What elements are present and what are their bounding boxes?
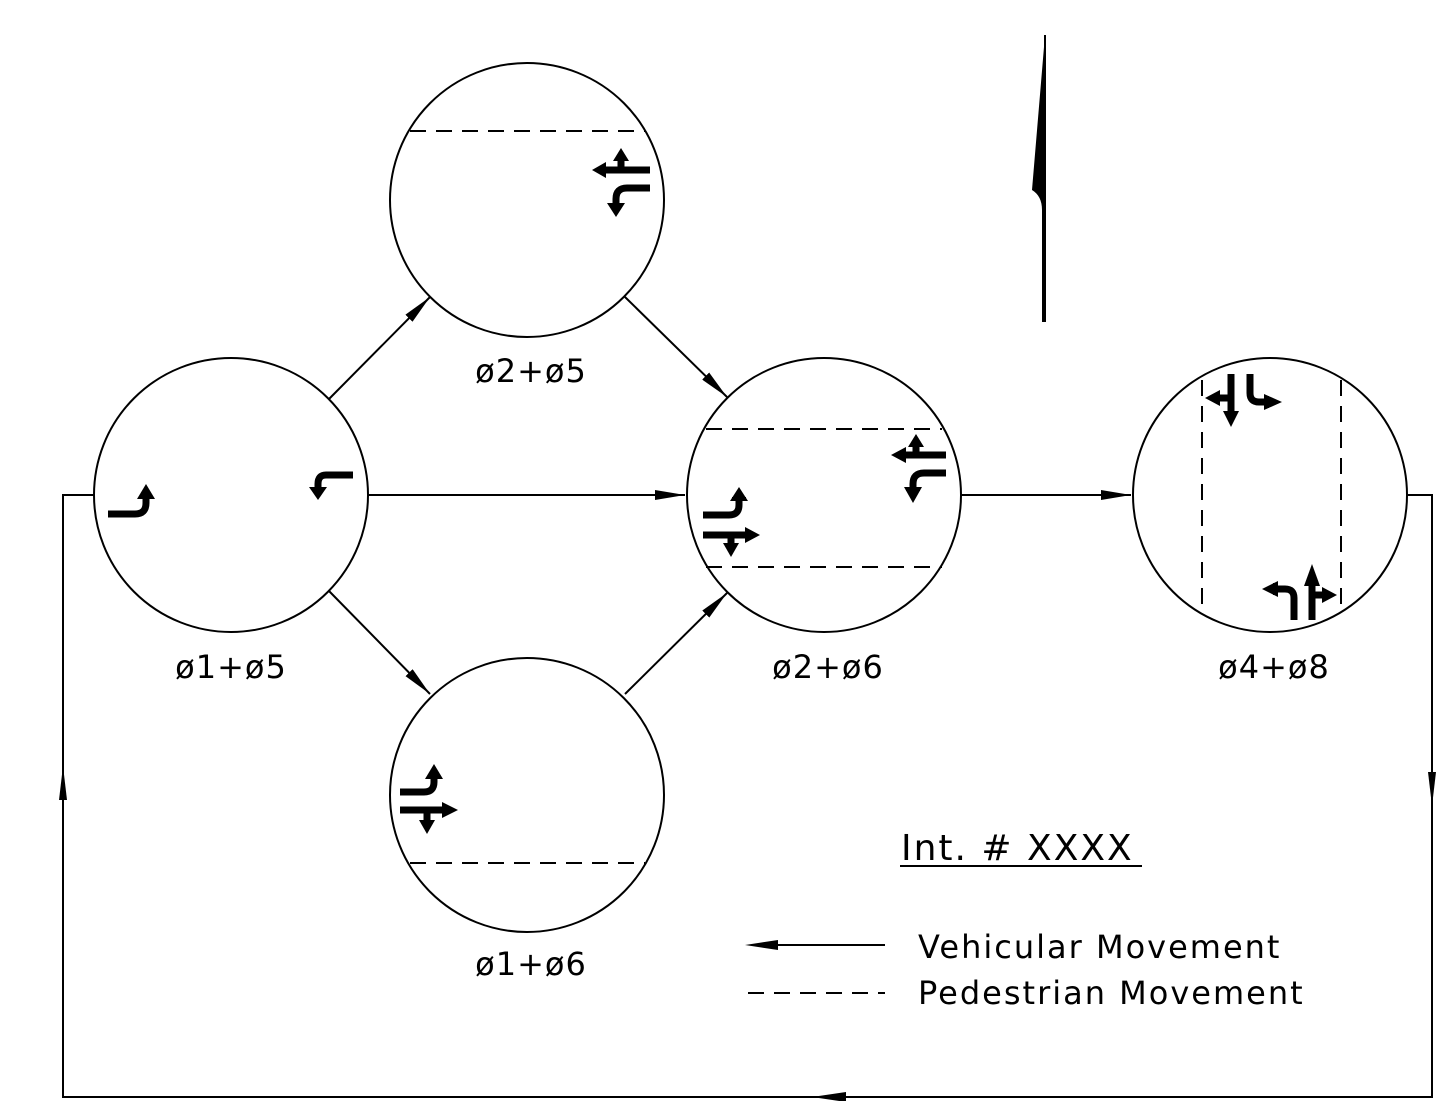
left-turn-through-arrow-icon <box>1262 564 1337 620</box>
transition-arrow-p16-p26 <box>624 592 728 695</box>
left-turn-through-arrow-icon <box>592 148 650 217</box>
transition-arrow-p15-p25 <box>328 296 431 400</box>
phase-transitions <box>59 296 1436 1101</box>
phase-label-p16: ø1+ø6 <box>475 945 587 983</box>
phase-circle-p25 <box>389 62 665 338</box>
left-turn-through-arrow-icon <box>891 434 946 503</box>
loop-arrow-right-down <box>1428 772 1436 806</box>
intersection-title: Int. # XXXX <box>901 828 1134 869</box>
transition-arrow-p15-p16 <box>328 590 431 695</box>
legend-vehicular-label: Vehicular Movement <box>918 928 1281 966</box>
loop-arrow-left-up <box>59 766 67 800</box>
left-turn-through-arrow-icon <box>1205 374 1282 427</box>
phase-label-p26: ø2+ø6 <box>772 648 884 686</box>
left-turn-arrow-icon <box>108 484 155 518</box>
loop-arrow-bottom-left <box>812 1092 846 1101</box>
north-arrow-icon <box>1032 35 1046 322</box>
left-turn-arrow-icon <box>309 471 353 500</box>
transition-arrow-p25-p26 <box>624 296 728 398</box>
phase-circle-p16 <box>389 657 665 933</box>
phase-label-p15: ø1+ø5 <box>175 648 287 686</box>
left-turn-through-arrow-icon <box>703 487 760 557</box>
loop-return-line <box>62 494 1433 1098</box>
phase-label-p48: ø4+ø8 <box>1218 648 1330 686</box>
legend: Vehicular Movement Pedestrian Movement <box>745 928 1305 1012</box>
left-turn-through-arrow-icon <box>400 764 458 834</box>
phase-circle-p15 <box>93 357 369 633</box>
phase-circle-p48 <box>1132 357 1408 633</box>
phase-circle-p26 <box>686 357 962 633</box>
legend-pedestrian-label: Pedestrian Movement <box>918 974 1305 1012</box>
movement-arrow-icon <box>745 940 778 950</box>
phase-label-p25: ø2+ø5 <box>475 352 587 390</box>
